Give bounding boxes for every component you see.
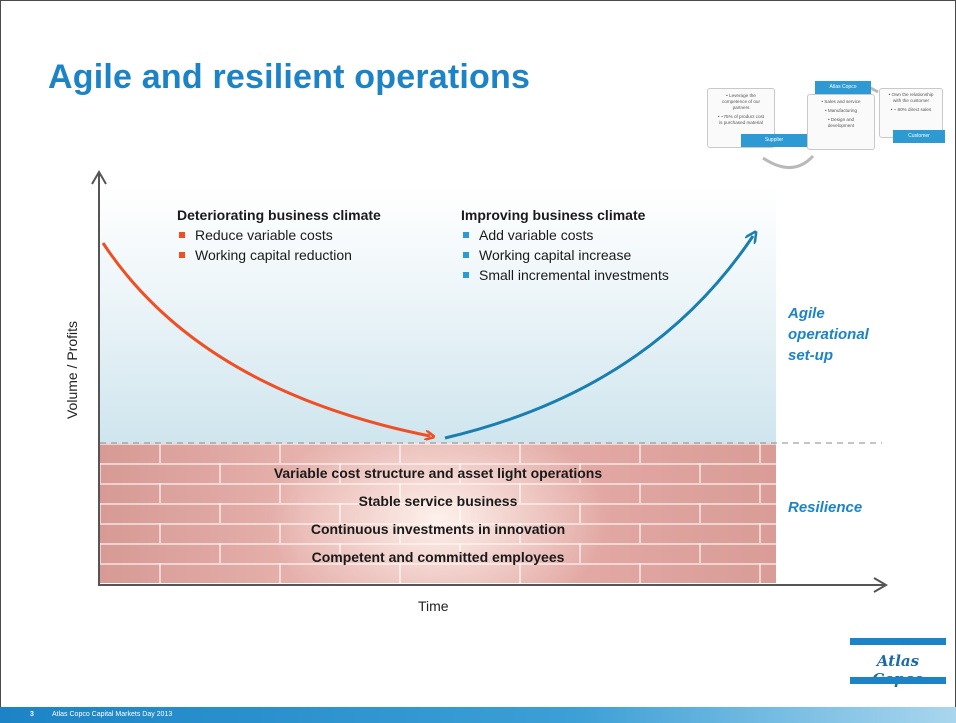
supplier-tag: Supplier (741, 134, 807, 147)
resilience-brick-wall (100, 443, 776, 583)
list-item: Working capital reduction (177, 245, 352, 265)
customer-tag: Customer (893, 130, 945, 143)
bullet-icon (179, 252, 185, 258)
wall-line-1: Variable cost structure and asset light … (273, 465, 603, 481)
list-item: Reduce variable costs (177, 225, 352, 245)
slide-title: Agile and resilient operations (48, 58, 531, 96)
bullet-icon (463, 232, 469, 238)
footer-text: Atlas Copco Capital Markets Day 2013 (52, 711, 173, 718)
y-axis-arrowhead (91, 170, 107, 185)
value-chain-diagram: • Leverage the competence of our partner… (703, 78, 947, 178)
resilience-label: Resilience (788, 499, 863, 516)
declining-curve-arrow (101, 242, 430, 436)
x-axis-label: Time (418, 598, 449, 614)
agile-zone-background (100, 186, 776, 443)
center-text: • Sales and service • Manufacturing • De… (821, 99, 861, 128)
improving-heading: Improving business climate (461, 207, 646, 223)
list-item: Small incremental investments (461, 265, 669, 285)
list-item: Working capital increase (461, 245, 669, 265)
agile-label: Agile operational set-up (788, 305, 869, 364)
wall-line-3: Continuous investments in innovation (310, 521, 566, 537)
brick-pattern (100, 443, 761, 583)
deteriorating-list: Reduce variable costs Working capital re… (177, 225, 352, 265)
atlas-copco-logo: Atlas Copco (850, 638, 946, 688)
customer-box: • Own the relationship with the customer… (879, 88, 943, 138)
page-number: 3 (30, 711, 34, 718)
bullet-icon (463, 272, 469, 278)
supplier-text: • Leverage the competence of our partner… (717, 93, 765, 125)
improving-list: Add variable costs Working capital incre… (461, 225, 669, 285)
center-tag: Atlas Copco (815, 81, 871, 94)
bullet-icon (463, 252, 469, 258)
bullet-icon (179, 232, 185, 238)
customer-text: • Own the relationship with the customer… (888, 92, 934, 112)
list-item: Add variable costs (461, 225, 669, 245)
wall-line-2: Stable service business (358, 493, 518, 509)
slide-footer: 3 Atlas Copco Capital Markets Day 2013 (0, 707, 956, 723)
x-axis-arrowhead (873, 577, 888, 593)
wall-line-4: Competent and committed employees (311, 549, 565, 565)
center-box: • Sales and service • Manufacturing • De… (807, 94, 875, 150)
logo-bar-top (850, 638, 946, 645)
deteriorating-heading: Deteriorating business climate (177, 207, 381, 223)
logo-bar-bottom (850, 677, 946, 684)
rising-curve-arrow (444, 236, 753, 440)
y-axis-label: Volume / Profits (64, 320, 80, 420)
